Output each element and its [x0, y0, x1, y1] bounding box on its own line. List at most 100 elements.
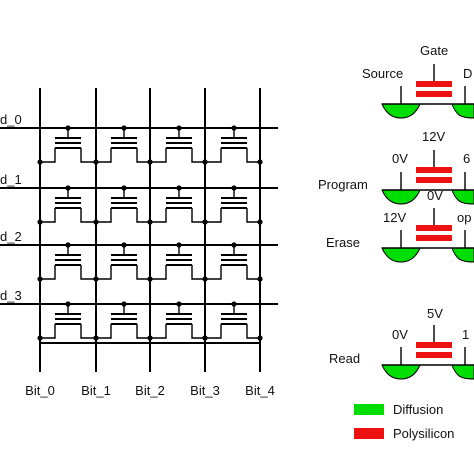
cell-source-lead [96, 265, 112, 280]
junction-dot [93, 335, 99, 341]
cell-structure-panel [381, 64, 474, 119]
erase-gate-voltage: 0V [427, 188, 443, 203]
read-gate-voltage: 5V [427, 306, 443, 321]
cell-drain-lead [246, 208, 260, 223]
junction-dot [202, 276, 208, 282]
junction-dot [257, 219, 263, 225]
bit-line-label: Bit_0 [25, 383, 55, 398]
cell-drain-lead [80, 208, 96, 223]
cell-source-lead [205, 265, 222, 280]
memory-cell [96, 185, 150, 223]
junction-dot [176, 125, 182, 131]
cell-source-lead [150, 208, 167, 223]
cell-source-lead [96, 324, 112, 339]
read-source-voltage: 0V [392, 327, 408, 342]
control-gate-poly [416, 342, 452, 348]
memory-cell [205, 125, 260, 163]
cell-source-lead [40, 148, 56, 163]
junction-dot [231, 125, 237, 131]
cell-drain-lead [191, 265, 205, 280]
drain-diffusion [451, 189, 474, 205]
source-diffusion [381, 247, 421, 263]
memory-cell [205, 185, 260, 223]
legend-diffusion-label: Diffusion [393, 402, 443, 417]
junction-dot [121, 301, 127, 307]
read-panel [381, 325, 474, 380]
cell-drain-lead [191, 208, 205, 223]
source-diffusion [381, 103, 421, 119]
junction-dot [231, 301, 237, 307]
legend-polysilicon-swatch [354, 428, 384, 439]
legend: Diffusion Polysilicon [354, 402, 454, 441]
junction-dot [202, 159, 208, 165]
bit-line-label: Bit_3 [190, 383, 220, 398]
cell-source-lead [150, 324, 167, 339]
memory-cell [40, 185, 96, 223]
gate-label: Gate [420, 43, 448, 58]
read-label: Read [329, 351, 360, 366]
junction-dot [176, 301, 182, 307]
control-gate-poly [416, 225, 452, 231]
bit-line-label: Bit_1 [81, 383, 111, 398]
control-gate-poly [416, 167, 452, 173]
word-line-label: d_1 [0, 172, 22, 187]
junction-dot [37, 276, 43, 282]
cell-drain-lead [246, 148, 260, 163]
floating-gate-poly [416, 352, 452, 358]
operation-panels: Source Gate D Program 0V 12V 6 Erase 12V… [318, 43, 474, 380]
bit-line-label: Bit_4 [245, 383, 275, 398]
cell-source-lead [40, 265, 56, 280]
source-diffusion [381, 189, 421, 205]
memory-cell [205, 301, 260, 339]
memory-cell [150, 242, 205, 280]
cell-source-lead [205, 208, 222, 223]
junction-dot [257, 159, 263, 165]
junction-dot [176, 242, 182, 248]
program-label: Program [318, 177, 368, 192]
floating-gate-poly [416, 235, 452, 241]
junction-dot [65, 301, 71, 307]
cell-drain-lead [191, 324, 205, 339]
cell-drain-lead [246, 324, 260, 339]
junction-dot [231, 242, 237, 248]
junction-dot [147, 335, 153, 341]
junction-dot [257, 335, 263, 341]
memory-cell [96, 242, 150, 280]
read-drain-voltage: 1 [462, 327, 469, 342]
cell-source-lead [150, 148, 167, 163]
cell-source-lead [205, 148, 222, 163]
memory-cell-array: d_0 d_1 d_2 d_3 Bit_0 Bit_1 Bit_2 Bit_3 … [0, 88, 278, 398]
cell-drain-lead [80, 265, 96, 280]
junction-dot [37, 159, 43, 165]
legend-diffusion-swatch [354, 404, 384, 415]
junction-dot [257, 276, 263, 282]
cell-drain-lead [191, 148, 205, 163]
memory-cell [40, 125, 96, 163]
junction-dot [37, 219, 43, 225]
memory-cell [96, 301, 150, 339]
cell-source-lead [150, 265, 167, 280]
cell-source-lead [40, 324, 56, 339]
memory-cell [96, 125, 150, 163]
memory-cell [205, 242, 260, 280]
drain-diffusion [451, 247, 474, 263]
erase-drain-state: op [457, 210, 471, 225]
source-diffusion [381, 364, 421, 380]
program-gate-voltage: 12V [422, 129, 445, 144]
erase-panel [381, 208, 474, 263]
word-line-label: d_2 [0, 229, 22, 244]
junction-dot [121, 242, 127, 248]
cell-drain-lead [136, 148, 150, 163]
program-source-voltage: 0V [392, 151, 408, 166]
junction-dot [231, 185, 237, 191]
bit-line-labels: Bit_0 Bit_1 Bit_2 Bit_3 Bit_4 [25, 383, 275, 398]
cell-source-lead [40, 208, 56, 223]
cell-drain-lead [136, 208, 150, 223]
memory-cell [40, 242, 96, 280]
word-line-labels: d_0 d_1 d_2 d_3 [0, 112, 22, 303]
cell-drain-lead [246, 265, 260, 280]
cell-drain-lead [136, 265, 150, 280]
memory-cell [150, 185, 205, 223]
junction-dot [65, 242, 71, 248]
